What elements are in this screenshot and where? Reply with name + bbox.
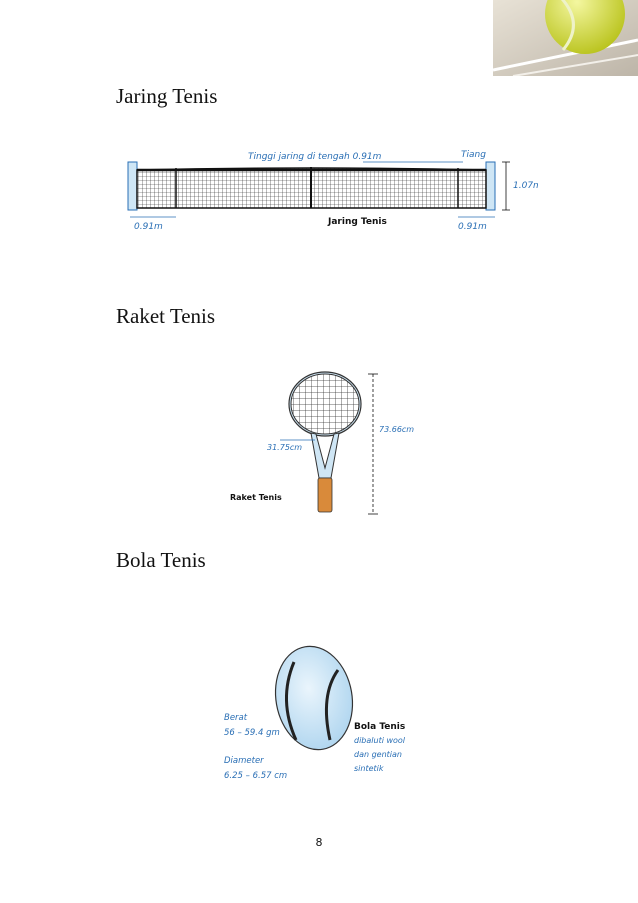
ball-desc-line3: sintetik bbox=[354, 764, 384, 773]
heading-jaring-tenis: Jaring Tenis bbox=[116, 84, 218, 108]
ball-diameter-title: Diameter bbox=[224, 756, 264, 766]
heading-raket-tenis: Raket Tenis bbox=[116, 304, 216, 328]
racket-length-label: 73.66cm bbox=[379, 425, 414, 434]
net-height-label: 1.07m bbox=[513, 181, 538, 191]
net-caption: Jaring Tenis bbox=[327, 217, 387, 227]
ball-diameter-value: 6.25 – 6.57 cm bbox=[224, 771, 287, 781]
tennis-ball-diagram: Berat 56 – 59.4 gm Diameter 6.25 – 6.57 … bbox=[224, 645, 406, 781]
racket-caption: Raket Tenis bbox=[230, 493, 282, 502]
left-post bbox=[127, 161, 138, 211]
net-right-label: 0.91m bbox=[458, 222, 487, 232]
net-left-label: 0.91m bbox=[134, 222, 163, 232]
heading-bola-tenis: Bola Tenis bbox=[116, 548, 206, 572]
net-post-label: Tiang bbox=[461, 150, 486, 160]
right-post bbox=[485, 161, 496, 211]
racket-throat bbox=[310, 432, 340, 479]
tennis-net-diagram: Tinggi jaring di tengah 0.91m Tiang 1.07… bbox=[127, 150, 538, 232]
ball-desc-line1: dibaluti wool bbox=[354, 736, 406, 745]
tennis-racket-diagram: 31.75cm 73.66cm Raket Tenis bbox=[230, 371, 414, 515]
ball-desc-line2: dan gentian bbox=[354, 750, 402, 759]
page-number: 8 bbox=[315, 836, 323, 849]
ball-seam-left bbox=[285, 661, 298, 741]
ball-caption: Bola Tenis bbox=[354, 722, 405, 732]
tennis-ball bbox=[274, 645, 354, 751]
ball-weight-value: 56 – 59.4 gm bbox=[224, 728, 280, 738]
racket-width-label: 31.75cm bbox=[267, 443, 302, 452]
ball-seam-right bbox=[324, 669, 340, 741]
racket-handle bbox=[317, 477, 333, 513]
ball-weight-title: Berat bbox=[224, 713, 248, 723]
net-top-label: Tinggi jaring di tengah 0.91m bbox=[248, 152, 382, 162]
tennis-ball-photo bbox=[493, 0, 638, 76]
